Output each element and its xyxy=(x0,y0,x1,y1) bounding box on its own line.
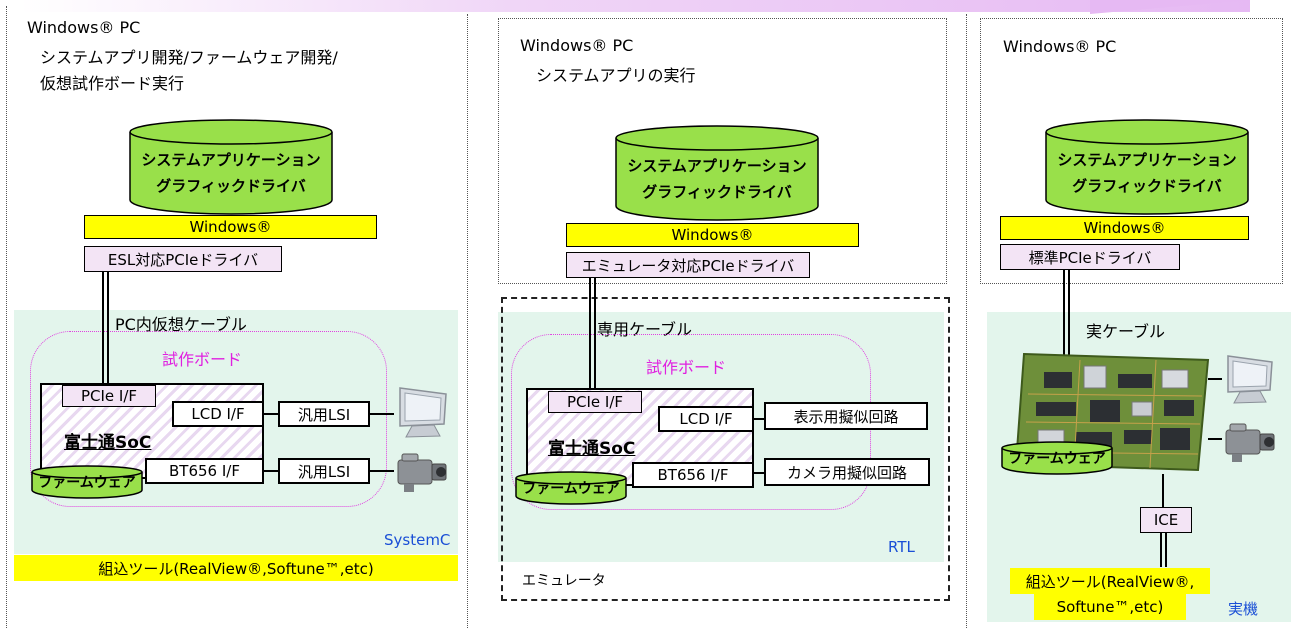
app-database-cylinder xyxy=(615,125,819,221)
pcie-interface: PCIe I/F xyxy=(62,385,156,407)
embedded-tools: 組込ツール(RealView®,Softune™,etc) xyxy=(14,555,458,581)
ice-cable xyxy=(1160,533,1167,567)
monitor-icon xyxy=(399,387,447,438)
os-layer: Windows® xyxy=(566,223,859,247)
firmware-label: ファームウェア xyxy=(38,475,136,491)
host-subtitle-1: システムアプリ開発/ファームウェア開発/ xyxy=(40,48,338,67)
camera-link xyxy=(370,470,394,472)
banner-arrow-tip xyxy=(1090,0,1250,14)
column-divider-1 xyxy=(467,14,468,628)
column-divider-2 xyxy=(966,14,967,628)
virtual-cable xyxy=(102,272,109,383)
camera-pseudo-circuit: カメラ用擬似回路 xyxy=(764,458,930,486)
emulator-box xyxy=(501,297,950,601)
monitor-link xyxy=(1208,378,1222,380)
column-divider-left xyxy=(6,6,7,628)
host-title: Windows® PC xyxy=(27,18,141,37)
real-cable xyxy=(1063,270,1070,356)
display-pseudo-circuit: 表示用擬似回路 xyxy=(764,402,928,430)
app-database-cylinder xyxy=(1045,119,1249,215)
lcd-link xyxy=(754,418,764,420)
host-pc-box xyxy=(980,18,1283,284)
dedicated-cable xyxy=(589,278,596,388)
pcie-interface: PCIe I/F xyxy=(548,391,642,413)
camera-icon xyxy=(397,453,447,492)
host-subtitle-1: システムアプリの実行 xyxy=(536,66,696,85)
host-title: Windows® PC xyxy=(1003,37,1117,56)
monitor-link xyxy=(370,413,394,415)
app-name-line-2: グラフィックドライバ xyxy=(156,177,306,195)
pcie-driver: 標準PCIeドライバ xyxy=(1000,244,1180,270)
bt656-link xyxy=(264,470,278,472)
firmware-label: ファームウェア xyxy=(1008,451,1106,467)
lcd-interface: LCD I/F xyxy=(172,401,264,427)
embedded-tools-line-1: 組込ツール(RealView®, xyxy=(1010,568,1210,594)
cable-label: PC内仮想ケーブル xyxy=(115,315,247,334)
generic-lsi-1: 汎用LSI xyxy=(278,401,370,427)
app-name-line-1: システムアプリケーション xyxy=(627,157,807,175)
camera-link xyxy=(1208,438,1222,440)
os-layer: Windows® xyxy=(84,215,377,239)
app-name-line-1: システムアプリケーション xyxy=(1057,151,1237,169)
prototype-board xyxy=(30,331,387,507)
circuit-board-image xyxy=(1014,352,1210,472)
lcd-interface: LCD I/F xyxy=(658,406,754,432)
firmware-cylinder xyxy=(515,471,627,505)
board-label: 試作ボード xyxy=(162,350,243,369)
os-layer: Windows® xyxy=(1000,216,1249,240)
ice-link-upper xyxy=(1162,474,1164,508)
ice-box: ICE xyxy=(1140,507,1192,533)
board-label: 試作ボード xyxy=(646,358,727,377)
lcd-link xyxy=(264,413,278,415)
camera-icon xyxy=(1225,423,1275,462)
rtl-tag: RTL xyxy=(888,538,915,556)
cable-label: 実ケーブル xyxy=(1086,322,1166,341)
bt656-link xyxy=(754,472,764,474)
embedded-tools-line-2: Softune™,etc) xyxy=(1034,594,1186,620)
top-banner xyxy=(20,0,1250,12)
pcie-driver: エミュレータ対応PCIeドライバ xyxy=(566,252,810,278)
firmware-cylinder xyxy=(1001,441,1113,475)
app-name-line-1: システムアプリケーション xyxy=(141,151,321,169)
app-name-line-2: グラフィックドライバ xyxy=(1072,177,1222,195)
real-hardware-tag: 実機 xyxy=(1228,600,1259,618)
emulator-label: エミュレータ xyxy=(522,573,606,589)
soc-name: 富士通SoC xyxy=(64,433,152,453)
host-title: Windows® PC xyxy=(520,36,634,55)
host-subtitle-2: 仮想試作ボード実行 xyxy=(40,74,185,93)
app-database-cylinder xyxy=(129,119,333,215)
pcie-driver: ESL対応PCIeドライバ xyxy=(84,246,282,272)
bt656-interface: BT656 I/F xyxy=(632,462,754,488)
systemc-tag: SystemC xyxy=(384,531,451,549)
host-pc-box xyxy=(498,18,947,284)
firmware-cylinder xyxy=(31,465,143,499)
firmware-label: ファームウェア xyxy=(522,481,620,497)
soc-name: 富士通SoC xyxy=(548,439,636,459)
bt656-interface: BT656 I/F xyxy=(145,458,264,484)
monitor-icon xyxy=(1227,355,1273,404)
generic-lsi-2: 汎用LSI xyxy=(278,458,370,484)
app-name-line-2: グラフィックドライバ xyxy=(642,183,792,201)
